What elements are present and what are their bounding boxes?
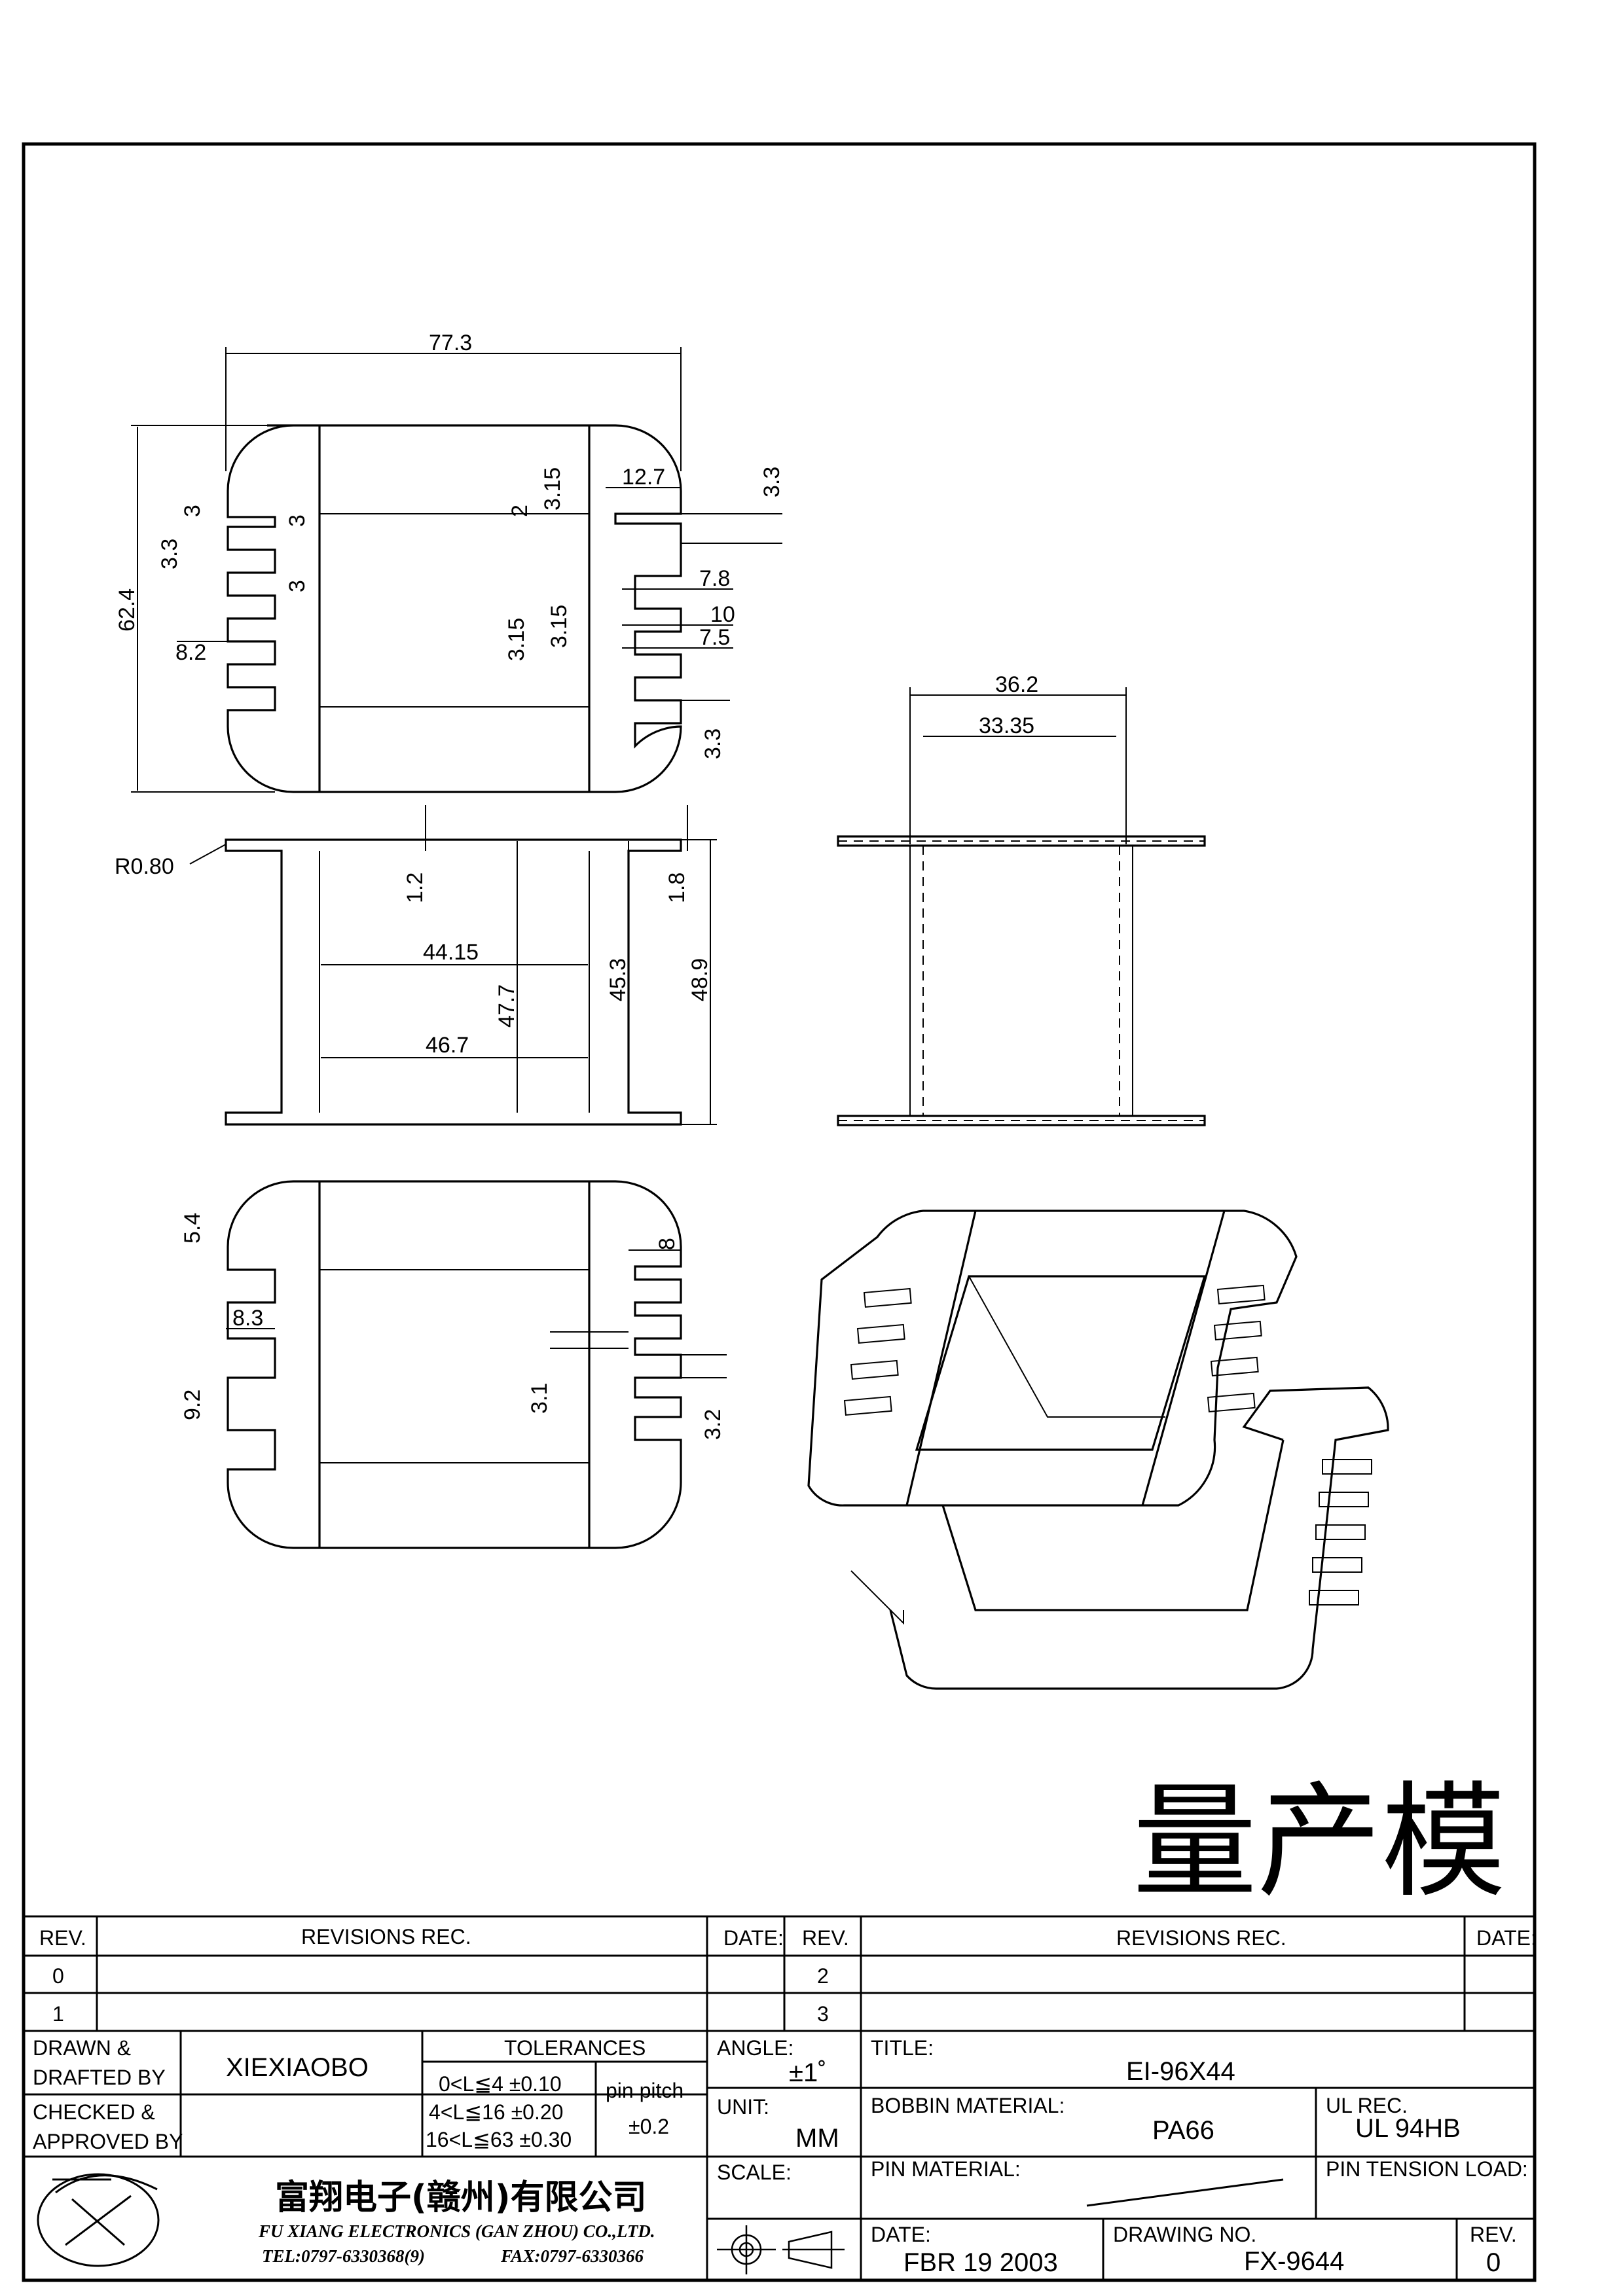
drawn-label-2: DRAFTED BY <box>33 2066 166 2089</box>
date-value: FBR 19 2003 <box>903 2248 1058 2277</box>
dim-3-a: 3 <box>285 514 310 527</box>
pin-tension-label: PIN TENSION LOAD: <box>1326 2157 1528 2181</box>
pin-pitch-label: pin pitch <box>606 2079 684 2102</box>
rev-header: REV. <box>39 1926 86 1950</box>
bobbin-material-label: BOBBIN MATERIAL: <box>871 2094 1065 2117</box>
dim-7-8: 7.8 <box>699 566 730 591</box>
dim-12-7: 12.7 <box>622 465 665 490</box>
dim-3-3-right: 3.3 <box>759 467 784 497</box>
company-fax: FAX:0797-6330366 <box>500 2246 644 2266</box>
dim-r-0-80: R0.80 <box>115 854 174 879</box>
dim-3-b: 3 <box>285 580 310 592</box>
dim-48-9: 48.9 <box>687 958 712 1001</box>
dim-62-4: 62.4 <box>115 588 139 632</box>
unit-value: MM <box>795 2124 839 2153</box>
dim-1-8: 1.8 <box>665 872 689 903</box>
dim-3-left: 3 <box>180 505 205 517</box>
checked-label-2: APPROVED BY <box>33 2130 183 2153</box>
dim-3-15-a: 3.15 <box>540 467 565 511</box>
angle-label: ANGLE: <box>717 2036 793 2060</box>
dim-33-35: 33.35 <box>979 713 1034 738</box>
top-view: 77.3 62.4 3 3.3 3 3 8.2 2 3.15 3.15 3.15… <box>115 331 784 793</box>
revisions-header: REVISIONS REC. <box>301 1925 471 1948</box>
dim-8-2: 8.2 <box>175 640 206 665</box>
bottom-view: 5.4 8.3 9.2 8 3.1 3.2 <box>180 1180 727 1549</box>
front-view: 44.15 46.7 47.7 45.3 48.9 1.2 1.8 R0.80 <box>115 805 717 1126</box>
dim-44-15: 44.15 <box>423 940 479 965</box>
dim-77-3: 77.3 <box>429 331 472 355</box>
dim-3-15-b: 3.15 <box>547 605 572 648</box>
dim-9-2: 9.2 <box>180 1390 205 1420</box>
dim-8-3: 8.3 <box>232 1306 263 1331</box>
tolerance-1: 0<L≦4 ±0.10 <box>439 2072 562 2096</box>
rev-1: 1 <box>52 2002 64 2026</box>
dim-10: 10 <box>710 602 735 627</box>
dim-3-15-c: 3.15 <box>504 618 529 661</box>
dim-7-5: 7.5 <box>699 625 730 650</box>
rev-label: REV. <box>1470 2223 1517 2246</box>
pin-pitch-value: ±0.2 <box>629 2115 669 2138</box>
rev-2: 2 <box>817 1964 829 1988</box>
rev-0: 0 <box>52 1964 64 1988</box>
tolerances-label: TOLERANCES <box>504 2036 646 2060</box>
dim-46-7: 46.7 <box>426 1033 469 1058</box>
rev-header-2: REV. <box>802 1926 849 1950</box>
dim-5-4: 5.4 <box>180 1213 205 1244</box>
dim-3-3-bottom: 3.3 <box>701 728 725 759</box>
tolerance-2: 4<L≦16 ±0.20 <box>429 2100 563 2124</box>
dim-2: 2 <box>507 505 532 517</box>
side-view: 36.2 33.35 <box>837 672 1206 1126</box>
rev-3: 3 <box>817 2002 829 2026</box>
title-label: TITLE: <box>871 2036 934 2060</box>
dim-3-3-left: 3.3 <box>157 539 182 569</box>
date-header: DATE: <box>723 1926 784 1950</box>
tolerance-3: 16<L≦63 ±0.30 <box>426 2128 572 2151</box>
dim-8: 8 <box>655 1238 680 1250</box>
company-name-cn: 富翔电子(赣州)有限公司 <box>275 2178 647 2217</box>
isometric-view <box>807 1210 1389 1690</box>
bobbin-material-value: PA66 <box>1152 2116 1214 2145</box>
checked-label-1: CHECKED & <box>33 2100 155 2124</box>
ul-value: UL 94HB <box>1355 2114 1461 2143</box>
revisions-header-2: REVISIONS REC. <box>1116 1926 1286 1950</box>
dim-3-2: 3.2 <box>701 1409 725 1440</box>
unit-label: UNIT: <box>717 2095 769 2119</box>
dim-1-2: 1.2 <box>403 872 428 903</box>
ul-label: UL REC. <box>1326 2094 1408 2117</box>
title-value: EI-96X44 <box>1126 2057 1235 2086</box>
rev-value: 0 <box>1486 2248 1501 2277</box>
date-label: DATE: <box>871 2223 931 2246</box>
sheet-border <box>22 142 1537 2282</box>
dim-36-2: 36.2 <box>995 672 1038 697</box>
company-logo <box>37 2173 160 2267</box>
dim-3-1: 3.1 <box>527 1383 552 1414</box>
angle-value: ±1˚ <box>789 2058 827 2087</box>
drawing-no-value: FX-9644 <box>1244 2247 1344 2276</box>
scale-label: SCALE: <box>717 2161 792 2184</box>
company-tel: TEL:0797-6330368(9) <box>262 2246 425 2266</box>
date-header-2: DATE: <box>1476 1926 1537 1950</box>
mass-production-stamp: 量产模 <box>1133 1770 1506 1914</box>
dim-47-7: 47.7 <box>494 984 519 1028</box>
dim-45-3: 45.3 <box>606 958 630 1001</box>
drawing-no-label: DRAWING NO. <box>1113 2223 1256 2246</box>
drawn-label-1: DRAWN & <box>33 2036 131 2060</box>
drawn-value: XIEXIAOBO <box>226 2053 369 2082</box>
pin-material-label: PIN MATERIAL: <box>871 2157 1021 2181</box>
bottom-view-outline <box>227 1180 682 1549</box>
company-name-en: FU XIANG ELECTRONICS (GAN ZHOU) CO.,LTD. <box>258 2221 655 2241</box>
projection-symbol <box>717 2225 845 2274</box>
top-view-outline <box>227 424 682 793</box>
title-block: REV. REVISIONS REC. DATE: REV. REVISIONS… <box>24 1915 1537 2280</box>
